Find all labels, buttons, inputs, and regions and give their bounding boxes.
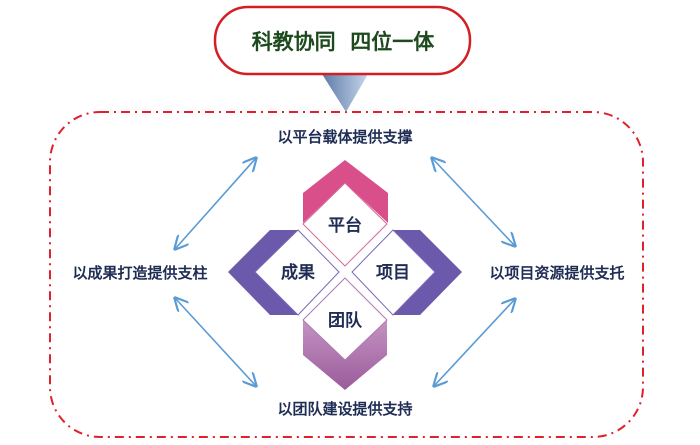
core-right-label: 项目 [376, 263, 410, 283]
title-text: 科教协同 四位一体 [252, 30, 436, 54]
arrow-bottom-right [434, 299, 515, 386]
core-top: 平台 [302, 160, 388, 267]
diamond-top [302, 182, 388, 267]
title-pill [213, 5, 472, 76]
outer-frame [49, 111, 644, 438]
core-bottom: 团队 [302, 277, 388, 390]
support-bottom: 以团队建设提供支持 [277, 400, 412, 418]
core-top-label: 平台 [328, 215, 362, 236]
chevron-left [228, 230, 298, 315]
diamond-left [254, 229, 340, 316]
chevron-right [393, 230, 462, 315]
arrow-top-right [432, 158, 515, 246]
arrow-top-left [175, 158, 256, 249]
support-left: 以成果打造提供支柱 [72, 264, 207, 282]
core-left-label: 成果 [281, 262, 315, 283]
core-bottom-label: 团队 [328, 310, 363, 331]
pointer-triangle [322, 74, 368, 112]
diamond-right [351, 229, 436, 316]
chevron-bottom [303, 320, 387, 390]
core-left: 成果 [228, 229, 340, 316]
arrow-bottom-left [175, 298, 256, 386]
diamond-bottom [302, 277, 388, 361]
chevron-top [303, 160, 388, 223]
support-right: 以项目资源提供支托 [489, 264, 624, 282]
support-top: 以平台载体提供支撑 [277, 128, 412, 146]
core-right: 项目 [351, 229, 462, 316]
